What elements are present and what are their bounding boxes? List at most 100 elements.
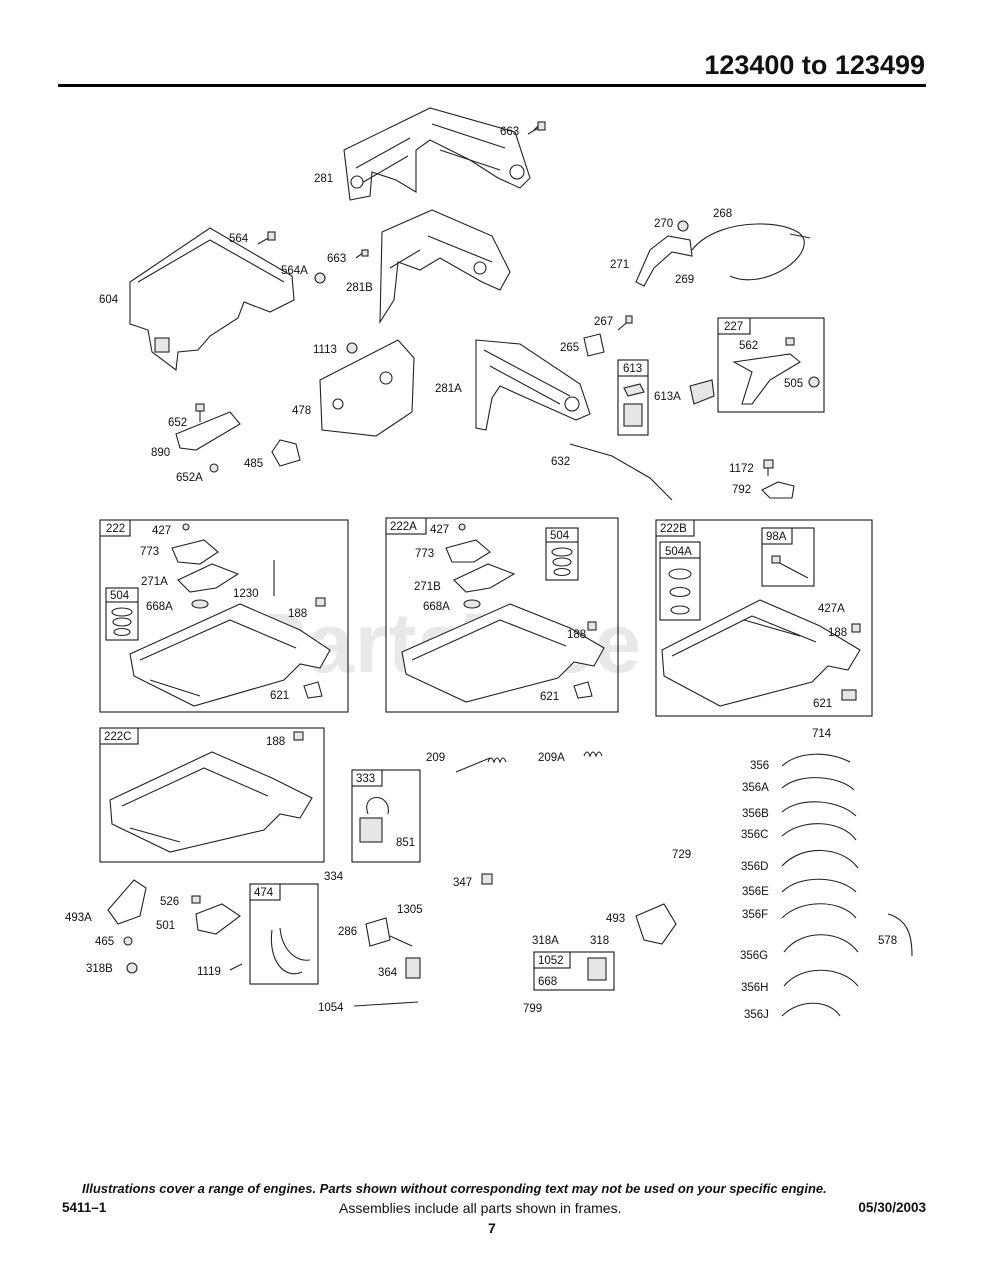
header-rule xyxy=(58,84,926,87)
label-318: 318 xyxy=(590,935,609,947)
label-562: 562 xyxy=(739,340,758,352)
frame-label-504-1: 504 xyxy=(110,590,130,602)
label-188-c: 188 xyxy=(828,627,847,639)
frame-label-613: 613 xyxy=(623,363,642,375)
label-271: 271 xyxy=(610,259,629,271)
frame-227: 227 xyxy=(717,317,825,413)
frame-label-333: 333 xyxy=(356,773,375,785)
label-1305: 1305 xyxy=(397,904,423,916)
label-356d: 356D xyxy=(741,861,769,873)
label-729: 729 xyxy=(672,849,691,861)
part-268-cable xyxy=(691,223,811,281)
label-427a: 427A xyxy=(818,603,845,615)
label-621-a: 621 xyxy=(270,690,289,702)
label-851: 851 xyxy=(396,837,415,849)
label-356b: 356B xyxy=(742,808,769,820)
footer-doc-code: 5411–1 xyxy=(62,1200,107,1215)
part-1113-screw xyxy=(346,342,358,354)
label-578: 578 xyxy=(878,935,897,947)
page-number: 7 xyxy=(488,1220,496,1236)
label-613a: 613A xyxy=(654,391,681,403)
label-347: 347 xyxy=(453,877,472,889)
part-652a-screw xyxy=(209,463,219,473)
label-356h: 356H xyxy=(741,982,769,994)
label-188-d: 188 xyxy=(266,736,285,748)
part-493-bracket xyxy=(635,903,677,945)
frame-98a: 98A xyxy=(761,527,815,587)
label-501: 501 xyxy=(156,920,175,932)
part-564-screw xyxy=(257,231,276,245)
part-1172-screw xyxy=(763,459,774,476)
part-578-wire xyxy=(887,913,913,957)
label-1119: 1119 xyxy=(197,966,221,978)
label-267: 267 xyxy=(594,316,613,328)
footer-disclaimer: Illustrations cover a range of engines. … xyxy=(82,1181,827,1196)
label-334: 334 xyxy=(324,871,344,883)
frame-label-98a: 98A xyxy=(766,531,787,543)
label-269: 269 xyxy=(675,274,694,286)
part-281b-shroud xyxy=(379,209,511,324)
label-188-a: 188 xyxy=(288,608,307,620)
frame-label-474: 474 xyxy=(254,887,274,899)
label-318a: 318A xyxy=(532,935,559,947)
label-356e: 356E xyxy=(742,886,769,898)
frame-label-222b: 222B xyxy=(660,523,687,535)
wire-set-356 xyxy=(781,753,859,1017)
label-270: 270 xyxy=(654,218,673,230)
label-281: 281 xyxy=(314,173,333,185)
label-1054: 1054 xyxy=(318,1002,344,1014)
frame-label-504a: 504A xyxy=(665,546,692,558)
part-labels: 663 281 564 663 564A 281B 604 270 268 27… xyxy=(65,126,897,1021)
part-663-screw xyxy=(527,121,546,135)
frame-504-1: 504 xyxy=(105,587,139,641)
part-564a-screw xyxy=(314,272,326,284)
label-564: 564 xyxy=(229,233,249,245)
label-485: 485 xyxy=(244,458,263,470)
part-652-screw xyxy=(195,403,205,422)
label-1113: 1113 xyxy=(313,344,337,356)
label-632: 632 xyxy=(551,456,570,468)
part-632-link xyxy=(569,443,673,501)
frame-504-2: 504 xyxy=(545,527,579,581)
label-281a: 281A xyxy=(435,383,462,395)
part-1054-tie xyxy=(353,1001,419,1007)
label-652a: 652A xyxy=(176,472,203,484)
label-478: 478 xyxy=(292,405,311,417)
frame-222b: 222B xyxy=(655,519,873,717)
frame-222c: 222C xyxy=(99,727,325,863)
part-318b-nut xyxy=(126,962,138,974)
part-364-solenoid xyxy=(405,957,421,979)
part-613a-pad xyxy=(689,379,715,405)
label-493a: 493A xyxy=(65,912,92,924)
footer-date: 05/30/2003 xyxy=(858,1200,926,1215)
label-271a: 271A xyxy=(141,576,168,588)
label-890: 890 xyxy=(151,447,170,459)
label-668a: 668A xyxy=(146,601,173,613)
part-1119-screw xyxy=(229,963,243,971)
serial-range-title: 123400 to 123499 xyxy=(704,50,925,80)
frame-504a: 504A xyxy=(659,541,701,621)
frame-label-1052: 1052 xyxy=(538,955,564,967)
part-265-clip xyxy=(583,333,605,357)
part-281-shroud xyxy=(343,107,531,201)
label-604: 604 xyxy=(99,294,119,306)
label-271b: 271B xyxy=(414,581,441,593)
label-356f: 356F xyxy=(742,909,768,921)
label-427: 427 xyxy=(152,525,171,537)
frame-label-222: 222 xyxy=(106,523,125,535)
label-493: 493 xyxy=(606,913,625,925)
label-621-c: 621 xyxy=(813,698,832,710)
label-265: 265 xyxy=(560,342,579,354)
frame-613: 613 xyxy=(617,359,649,436)
label-663b: 663 xyxy=(327,253,346,265)
label-621-b: 621 xyxy=(540,691,559,703)
label-526: 526 xyxy=(160,896,179,908)
label-714: 714 xyxy=(812,728,832,740)
label-286: 286 xyxy=(338,926,357,938)
part-209a-spring xyxy=(583,751,603,758)
part-267-screw xyxy=(617,315,633,331)
part-493a-bracket xyxy=(107,879,147,925)
label-505: 505 xyxy=(784,378,803,390)
frame-label-222c: 222C xyxy=(104,731,132,743)
